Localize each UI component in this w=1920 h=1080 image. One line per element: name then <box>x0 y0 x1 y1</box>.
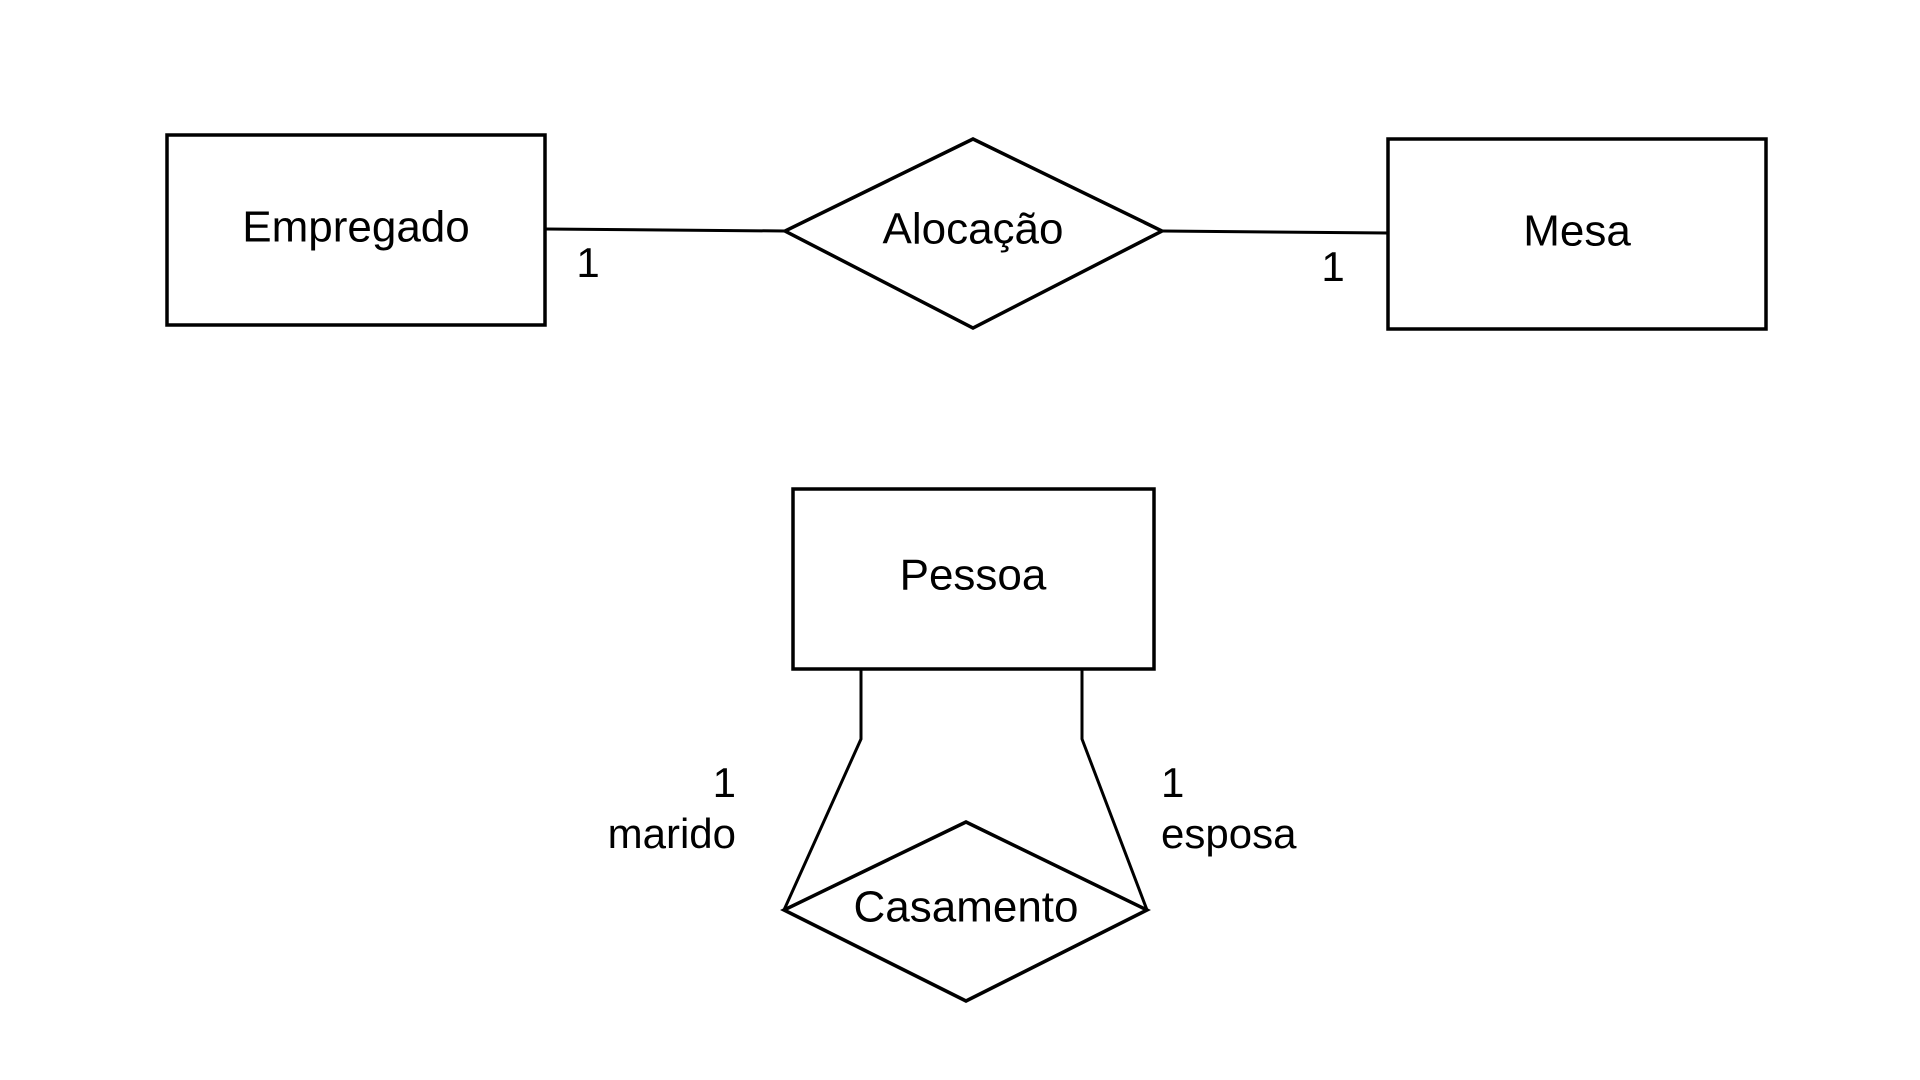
entity-mesa[interactable]: Mesa <box>1386 137 1768 331</box>
edge-pessoa-casamento-esposa <box>1080 669 1149 911</box>
relationship-casamento-label: Casamento <box>853 883 1078 932</box>
entity-mesa-label: Mesa <box>1523 207 1631 256</box>
entity-pessoa-label: Pessoa <box>900 551 1047 600</box>
relationship-casamento[interactable]: Casamento <box>780 820 1151 1003</box>
edge-pessoa-casamento-marido <box>782 669 863 911</box>
edge-alocacao-mesa <box>1161 229 1389 235</box>
edge-empregado-alocacao <box>544 227 786 233</box>
role-esposa: esposa <box>1161 810 1297 857</box>
cardinality-empregado-alocacao: 1 <box>576 239 599 286</box>
cardinality-mesa-alocacao: 1 <box>1321 243 1344 290</box>
cardinality-marido: 1 <box>713 759 736 806</box>
relationship-alocacao[interactable]: Alocação <box>781 137 1166 330</box>
entity-empregado-label: Empregado <box>242 203 469 252</box>
cardinality-esposa: 1 <box>1161 759 1184 806</box>
role-marido: marido <box>608 810 736 857</box>
entity-pessoa[interactable]: Pessoa <box>791 487 1156 671</box>
entity-empregado[interactable]: Empregado <box>165 133 547 327</box>
relationship-alocacao-label: Alocação <box>882 205 1063 254</box>
